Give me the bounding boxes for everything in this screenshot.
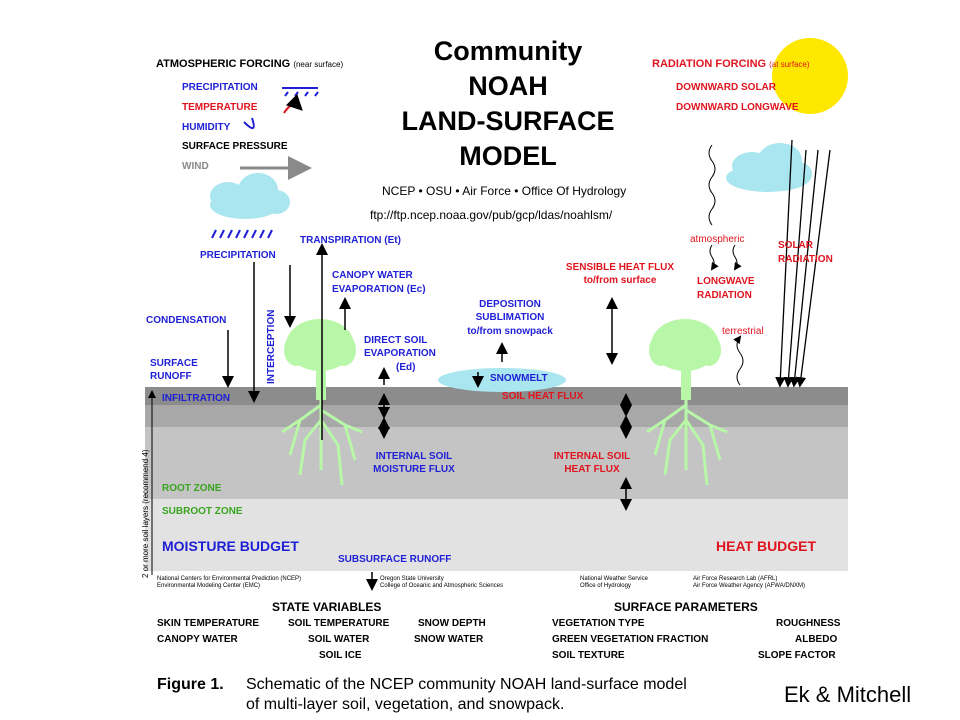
subroot-layer	[145, 499, 848, 571]
atmospheric-label: atmospheric	[690, 234, 745, 245]
param-slope-factor: SLOPE FACTOR	[758, 650, 836, 661]
subtitle: NCEP • OSU • Air Force • Office Of Hydro…	[382, 184, 627, 198]
state-var-soil-ice: SOIL ICE	[319, 650, 362, 661]
precip-icon	[282, 87, 319, 97]
soil-layer-2	[145, 427, 848, 499]
terrestrial-wave	[733, 335, 744, 386]
soil-heat-flux-label: SOIL HEAT FLUX	[502, 391, 584, 402]
surface-parameters-heading: SURFACE PARAMETERS	[614, 600, 758, 614]
caption-line-1: Schematic of the NCEP community NOAH lan…	[246, 676, 687, 693]
downward-solar: DOWNWARD SOLAR	[676, 82, 776, 93]
forcing-wind: WIND	[182, 161, 209, 172]
ftp-link[interactable]: ftp://ftp.ncep.noaa.gov/pub/gcp/ldas/noa…	[370, 208, 613, 222]
infiltration-label: INFILTRATION	[162, 393, 230, 404]
roots-left	[281, 395, 363, 486]
state-var-snow-depth: SNOW DEPTH	[418, 618, 486, 629]
surface-runoff-label-1: SURFACE	[150, 358, 198, 369]
downward-longwave: DOWNWARD LONGWAVE	[676, 102, 799, 113]
condensation-label: CONDENSATION	[146, 315, 227, 326]
longwave-label-2: RADIATION	[697, 290, 752, 301]
terrestrial-label: terrestrial	[722, 326, 764, 337]
forcing-humidity: HUMIDITY	[182, 122, 231, 133]
deposition-label-1: DEPOSITION	[479, 299, 541, 310]
forcing-surface-pressure: SURFACE PRESSURE	[182, 141, 288, 152]
internal-moisture-label-2: MOISTURE FLUX	[373, 464, 455, 475]
snowmelt-label: SNOWMELT	[490, 373, 548, 384]
internal-moisture-label-1: INTERNAL SOIL	[375, 451, 453, 462]
temperature-icon	[283, 93, 303, 114]
soil-layers-label: 2 or more soil layers (recommend 4)	[141, 449, 150, 578]
heat-budget-label: HEAT BUDGET	[716, 538, 817, 554]
atmospheric-wave	[709, 244, 719, 271]
institution-ncep: National Centers for Environmental Predi…	[157, 576, 302, 589]
radiation-forcing-heading: RADIATION FORCING (at surface)	[652, 58, 810, 70]
caption-figure-label: Figure 1.	[157, 676, 224, 693]
atmospheric-wave-2	[732, 244, 742, 271]
credit: Ek & Mitchell	[784, 682, 912, 707]
solar-label-1: SOLAR	[778, 240, 813, 251]
soil-layer-1	[145, 405, 848, 427]
param-soil-texture: SOIL TEXTURE	[552, 650, 625, 661]
param-roughness: ROUGHNESS	[776, 618, 841, 629]
param-green-veg-fraction: GREEN VEGETATION FRACTION	[552, 634, 709, 645]
deposition-label-3: to/from snowpack	[467, 326, 553, 337]
downward-longwave-wave-1	[708, 144, 716, 226]
atmospheric-forcing-heading: ATMOSPHERIC FORCING (near surface)	[156, 58, 344, 70]
sensible-heat-label-1: SENSIBLE HEAT FLUX	[565, 262, 675, 273]
title-line-4: MODEL	[459, 141, 557, 171]
state-var-soil-temperature: SOIL TEMPERATURE	[288, 618, 390, 629]
state-var-skin-temperature: SKIN TEMPERATURE	[157, 618, 260, 629]
sun-icon	[772, 38, 848, 114]
interception-label: INTERCEPTION	[266, 309, 277, 384]
cloud-icon	[726, 143, 812, 192]
roots-right	[646, 395, 728, 486]
param-albedo: ALBEDO	[795, 634, 838, 645]
longwave-label-1: LONGWAVE	[697, 276, 755, 287]
direct-soil-label-3: (Ed)	[396, 362, 416, 373]
canopy-evap-label-2: EVAPORATION (Ec)	[332, 284, 426, 295]
internal-heat-label-2: HEAT FLUX	[564, 464, 620, 475]
internal-heat-label-1: INTERNAL SOIL	[553, 451, 631, 462]
moisture-budget-label: MOISTURE BUDGET	[162, 538, 299, 554]
direct-soil-label-1: DIRECT SOIL	[364, 335, 428, 346]
solar-label-2: RADIATION	[778, 254, 833, 265]
state-variables-heading: STATE VARIABLES	[272, 600, 382, 614]
tree-right-icon	[649, 319, 721, 400]
tree-left-icon	[284, 319, 356, 400]
param-vegetation-type: VEGETATION TYPE	[552, 618, 645, 629]
state-var-snow-water: SNOW WATER	[414, 634, 484, 645]
precipitation-label: PRECIPITATION	[200, 250, 276, 261]
state-var-canopy-water: CANOPY WATER	[157, 634, 238, 645]
deposition-label-2: SUBLIMATION	[475, 312, 545, 323]
direct-soil-label-2: EVAPORATION	[364, 348, 436, 359]
institution-afrl: Air Force Research Lab (AFRL)Air Force W…	[693, 576, 806, 589]
forcing-precipitation: PRECIPITATION	[182, 82, 258, 93]
state-var-soil-water: SOIL WATER	[308, 634, 370, 645]
forcing-temperature: TEMPERATURE	[182, 102, 258, 113]
root-zone-label: ROOT ZONE	[162, 483, 222, 494]
sensible-heat-label-2: to/from surface	[583, 275, 657, 286]
rain-cloud-icon	[210, 173, 290, 219]
solar-radiation-arrows	[775, 139, 831, 388]
snowpack	[438, 368, 566, 392]
subroot-zone-label: SUBROOT ZONE	[162, 506, 243, 517]
subsurface-runoff-label: SUBSURFACE RUNOFF	[338, 554, 452, 565]
rain-drops-icon	[211, 229, 273, 239]
title-line-1: Community	[433, 36, 583, 66]
title-line-2: NOAH	[468, 71, 548, 101]
transpiration-label: TRANSPIRATION (Et)	[300, 235, 401, 246]
surface-runoff-label-2: RUNOFF	[150, 371, 192, 382]
title-line-3: LAND-SURFACE	[401, 106, 615, 136]
caption-line-2: of multi-layer soil, vegetation, and sno…	[246, 696, 565, 713]
humidity-icon	[243, 117, 255, 129]
canopy-evap-label-1: CANOPY WATER	[332, 270, 413, 281]
